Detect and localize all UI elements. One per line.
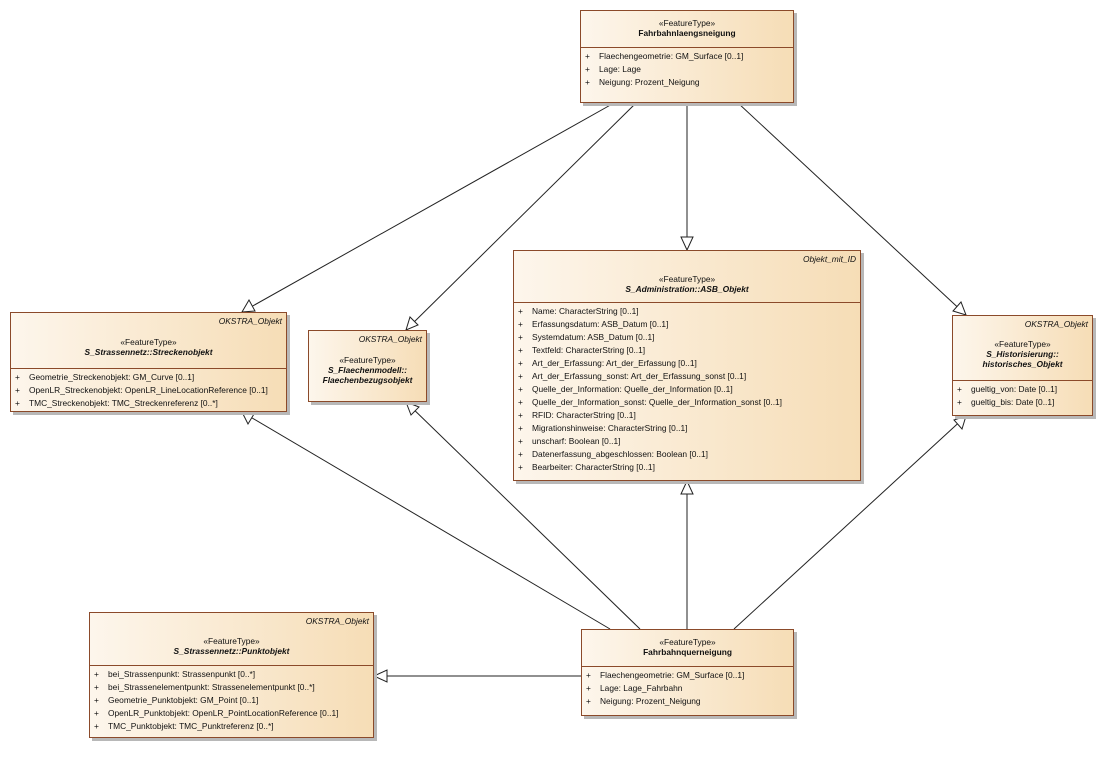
attribute-list: +bei_Strassenpunkt: Strassenpunkt [0..*]… [90, 666, 373, 734]
stereotype-label: «FeatureType» [120, 337, 177, 347]
attribute-list: +Geometrie_Streckenobjekt: GM_Curve [0..… [11, 369, 286, 411]
attribute-row: +TMC_Punktobjekt: TMC_Punktreferenz [0..… [94, 721, 274, 731]
generalization-arrowhead [405, 401, 420, 416]
attribute-row: +Neigung: Prozent_Neigung [585, 77, 700, 87]
generalization-arrowhead [372, 669, 388, 683]
stereotype-label: «FeatureType» [658, 18, 716, 28]
class-header: OKSTRA_Objekt «FeatureType» S_Flaechenmo… [309, 331, 426, 403]
class-header: OKSTRA_Objekt «FeatureType» S_Strassenne… [90, 613, 373, 666]
attribute-row: +RFID: CharacterString [0..1] [518, 410, 636, 420]
generalization-arrowhead [680, 236, 694, 252]
tagged-value-label: Objekt_mit_ID [802, 254, 856, 264]
tagged-value-label: OKSTRA_Objekt [218, 316, 282, 326]
attribute-row: +TMC_Streckenobjekt: TMC_Streckenreferen… [15, 398, 218, 408]
attribute-row: +gueltig_bis: Date [0..1] [957, 397, 1055, 407]
attribute-row: +Textfeld: CharacterString [0..1] [518, 345, 646, 355]
attribute-row: +gueltig_von: Date [0..1] [957, 384, 1058, 394]
class-header: Objekt_mit_ID «FeatureType» S_Administra… [514, 251, 860, 303]
class-name: S_Administration::ASB_Objekt [625, 284, 749, 294]
class-name: Fahrbahnlaengsneigung [638, 28, 736, 38]
tagged-value-label: OKSTRA_Objekt [1024, 319, 1088, 329]
generalization-arrowhead [241, 298, 256, 313]
class-name: S_Flaechenmodell:: [327, 365, 408, 375]
class-header: OKSTRA_Objekt «FeatureType» S_Strassenne… [11, 313, 286, 369]
attribute-row: +OpenLR_Punktobjekt: OpenLR_PointLocatio… [94, 708, 339, 718]
generalization-line [405, 401, 641, 630]
class-name: S_Strassennetz::Punktobjekt [173, 646, 290, 656]
generalization-arrowhead [405, 316, 419, 331]
attribute-row: +Quelle_der_Information_sonst: Quelle_de… [518, 397, 783, 407]
attribute-row: +Lage: Lage_Fahrbahn [586, 683, 683, 693]
generalization-arrowhead [952, 301, 967, 316]
generalization-line [733, 415, 967, 630]
class-streckenobjekt[interactable]: OKSTRA_Objekt «FeatureType» S_Strassenne… [10, 312, 287, 412]
attribute-row: +unscharf: Boolean [0..1] [518, 436, 621, 446]
attribute-row: +Migrationshinweise: CharacterString [0.… [518, 423, 688, 433]
class-flaechenbezugsobjekt[interactable]: OKSTRA_Objekt «FeatureType» S_Flaechenmo… [308, 330, 427, 402]
class-name: S_Strassennetz::Streckenobjekt [84, 347, 213, 357]
attribute-row: +Bearbeiter: CharacterString [0..1] [518, 462, 655, 472]
attribute-row: +Geometrie_Punktobjekt: GM_Point [0..1] [94, 695, 259, 705]
class-name: Fahrbahnquerneigung [643, 647, 732, 657]
attribute-row: +Neigung: Prozent_Neigung [586, 696, 701, 706]
stereotype-label: «FeatureType» [994, 339, 1051, 349]
class-fahrbahnquerneigung[interactable]: «FeatureType» Fahrbahnquerneigung +Flaec… [581, 629, 794, 716]
attribute-list: +Flaechengeometrie: GM_Surface [0..1] +L… [582, 667, 793, 709]
class-punktobjekt[interactable]: OKSTRA_Objekt «FeatureType» S_Strassenne… [89, 612, 374, 738]
attribute-row: +Quelle_der_Information: Quelle_der_Info… [518, 384, 733, 394]
attribute-row: +Art_der_Erfassung_sonst: Art_der_Erfass… [518, 371, 747, 381]
class-header: OKSTRA_Objekt «FeatureType» S_Historisie… [953, 316, 1092, 381]
class-name: historisches_Objekt [982, 359, 1063, 369]
tagged-value-label: OKSTRA_Objekt [358, 334, 422, 344]
generalization-line [405, 102, 637, 331]
tagged-value-label: OKSTRA_Objekt [305, 616, 369, 626]
generalization-arrowhead [680, 479, 694, 495]
class-historisches-objekt[interactable]: OKSTRA_Objekt «FeatureType» S_Historisie… [952, 315, 1093, 416]
attribute-row: +Datenerfassung_abgeschlossen: Boolean [… [518, 449, 708, 459]
class-asb-objekt[interactable]: Objekt_mit_ID «FeatureType» S_Administra… [513, 250, 861, 481]
stereotype-label: «FeatureType» [658, 274, 716, 284]
attribute-row: +Lage: Lage [585, 64, 641, 74]
attribute-row: +OpenLR_Streckenobjekt: OpenLR_LineLocat… [15, 385, 268, 395]
attribute-row: +Flaechengeometrie: GM_Surface [0..1] [585, 51, 744, 61]
class-fahrbahnlaengsneigung[interactable]: «FeatureType» Fahrbahnlaengsneigung +Fla… [580, 10, 794, 103]
attribute-row: +Erfassungsdatum: ASB_Datum [0..1] [518, 319, 669, 329]
class-name: S_Historisierung:: [986, 349, 1059, 359]
class-header: «FeatureType» Fahrbahnquerneigung [582, 630, 793, 667]
stereotype-label: «FeatureType» [339, 355, 396, 365]
generalization-arrowhead [953, 415, 967, 430]
attribute-list: +gueltig_von: Date [0..1] +gueltig_bis: … [953, 381, 1092, 410]
generalization-line [241, 102, 615, 313]
attribute-list: +Name: CharacterString [0..1] +Erfassung… [514, 303, 860, 475]
attribute-list: +Flaechengeometrie: GM_Surface [0..1] +L… [581, 48, 793, 90]
attribute-row: +Art_der_Erfassung: Art_der_Erfassung [0… [518, 358, 697, 368]
attribute-row: +Systemdatum: ASB_Datum [0..1] [518, 332, 655, 342]
attribute-row: +bei_Strassenelementpunkt: Strasseneleme… [94, 682, 315, 692]
stereotype-label: «FeatureType» [203, 636, 260, 646]
generalization-arrowhead [241, 411, 255, 426]
attribute-row: +Flaechengeometrie: GM_Surface [0..1] [586, 670, 745, 680]
attribute-row: +Name: CharacterString [0..1] [518, 306, 639, 316]
attribute-row: +bei_Strassenpunkt: Strassenpunkt [0..*] [94, 669, 256, 679]
stereotype-label: «FeatureType» [659, 637, 716, 647]
generalization-line [737, 102, 967, 316]
attribute-row: +Geometrie_Streckenobjekt: GM_Curve [0..… [15, 372, 195, 382]
generalization-line [241, 411, 611, 630]
class-header: «FeatureType» Fahrbahnlaengsneigung [581, 11, 793, 48]
class-name: Flaechenbezugsobjekt [322, 375, 413, 385]
